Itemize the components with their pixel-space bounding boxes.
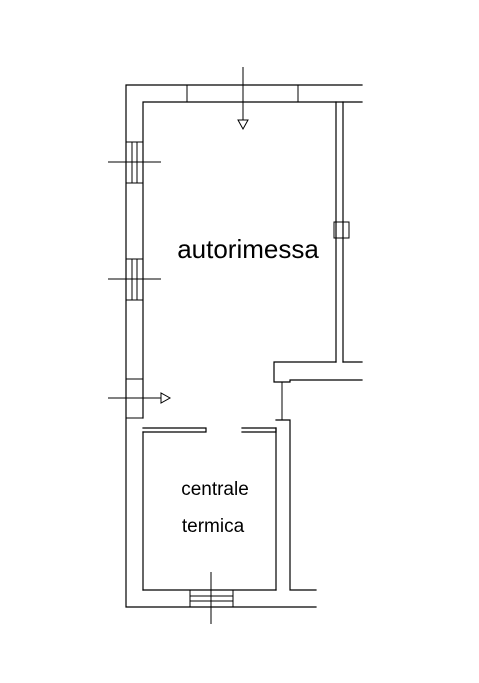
partition-wall [142,427,277,591]
left-opening-lower [126,378,143,419]
room-label-termica: termica [182,516,245,537]
top-window [186,85,299,102]
outer-wall-left [125,84,363,608]
bottom-window [189,572,234,624]
section-arrow-top [237,67,249,131]
left-window-upper [108,141,161,184]
room-label-centrale: centrale [181,479,249,500]
room-label-autorimessa: autorimessa [177,234,319,264]
section-arrow-left [108,392,172,404]
left-window-middle [108,258,161,301]
boiler-room-walls [142,382,317,591]
wall-niche [333,221,350,239]
